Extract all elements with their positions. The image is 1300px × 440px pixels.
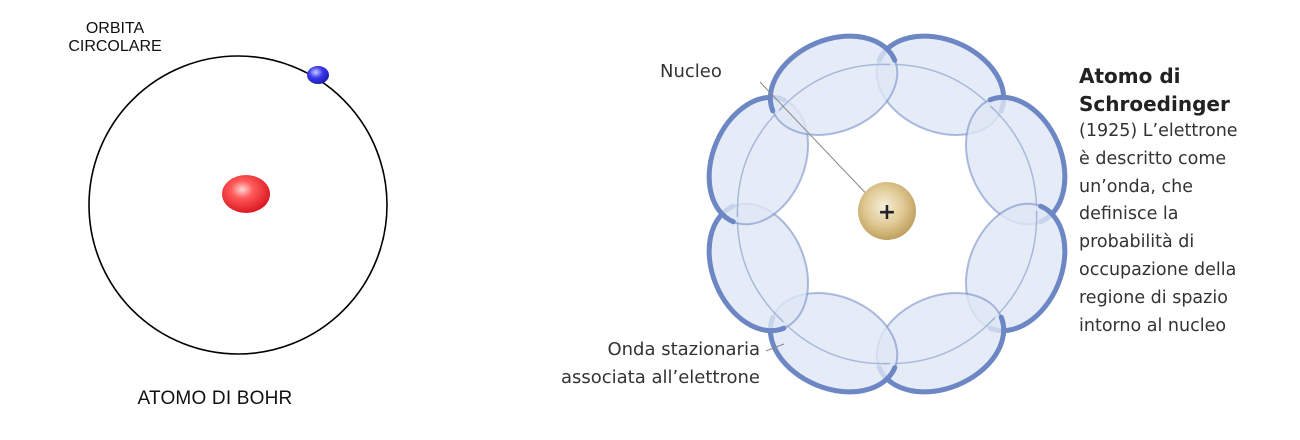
schroedinger-description: (1925) L’elettrone è descritto come un’o…	[1079, 118, 1294, 340]
wave-lobe	[767, 33, 899, 137]
schroedinger-title-line-2: Schroedinger	[1079, 92, 1230, 116]
orbit-label: ORBITA CIRCOLARE	[40, 20, 190, 56]
description-line-5: probabilità di	[1079, 232, 1195, 253]
schroedinger-caption: Atomo di Schroedinger (1925) L’elettrone…	[1079, 62, 1294, 340]
nucleus-leader-line	[759, 81, 877, 205]
schroedinger-title-line-1: Atomo di	[1079, 64, 1181, 88]
description-line-3: un’onda, che	[1079, 176, 1193, 197]
bohr-model-title: ATOMO DI BOHR	[137, 388, 293, 409]
bohr-circular-orbit	[88, 55, 388, 355]
wave-lobe	[767, 291, 899, 395]
description-line-4: definisce la	[1079, 204, 1179, 225]
bohr-electron	[307, 66, 329, 84]
schroedinger-title: Atomo di Schroedinger	[1079, 62, 1294, 118]
wave-label-line-2: associata all’elettrone	[560, 367, 760, 388]
bohr-nucleus	[222, 175, 270, 213]
standing-wave-label: Onda stazionaria associata all’elettrone	[470, 336, 760, 392]
wave-leader-line	[765, 343, 785, 352]
orbit-label-line-1: ORBITA	[85, 20, 145, 37]
schroedinger-nucleus	[858, 182, 916, 240]
description-line-2: è descritto come	[1079, 148, 1227, 169]
nucleus-label: Nucleo	[660, 61, 722, 82]
description-line-1: (1925) L’elettrone	[1079, 121, 1238, 141]
description-line-7: regione di spazio	[1079, 287, 1228, 308]
wave-lobe	[964, 94, 1068, 226]
wave-label-line-1: Onda stazionaria	[607, 339, 760, 360]
orbit-label-line-2: CIRCOLARE	[68, 38, 162, 55]
wave-lobe	[706, 94, 810, 226]
wave-lobe	[964, 202, 1068, 334]
description-line-8: intorno al nucleo	[1079, 315, 1227, 336]
bohr-atom	[88, 55, 388, 355]
description-line-6: occupazione della	[1079, 259, 1237, 280]
schroedinger-atom: +	[706, 33, 1068, 395]
nucleus-charge-symbol: +	[878, 200, 896, 225]
standing-wave	[706, 33, 1068, 395]
wave-lobe	[706, 202, 810, 334]
